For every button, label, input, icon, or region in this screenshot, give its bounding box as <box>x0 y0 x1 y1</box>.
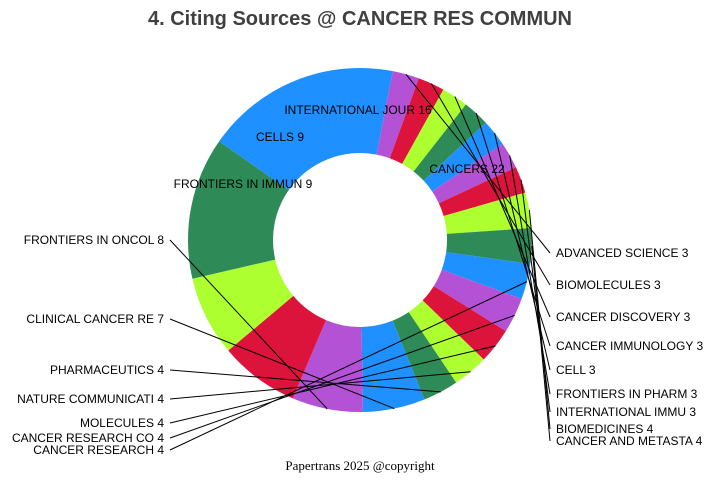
leader-line-cancer-research-co <box>169 314 515 439</box>
slice-label-cancer-discovery: CANCER DISCOVERY 3 <box>556 310 691 324</box>
slice-label-molecules: MOLECULES 4 <box>80 416 164 430</box>
donut-slice-international-immu <box>438 167 526 217</box>
leader-line-biomedicines <box>528 210 551 430</box>
donut-slice-molecules <box>422 286 506 360</box>
donut-slice-cells <box>192 259 294 351</box>
slice-label-cancer-research: CANCER RESEARCH 4 <box>33 443 164 457</box>
slice-label-advanced-science: ADVANCED SCIENCE 3 <box>556 246 689 260</box>
slices-group <box>187 67 532 413</box>
chart-title: 4. Citing Sources @ CANCER RES COMMUN <box>148 8 572 30</box>
donut-slice-pharmaceutics <box>392 312 457 400</box>
leader-lines-group <box>169 73 551 451</box>
donut-slice-frontiers-in-immun <box>228 295 327 399</box>
donut-slice-international-jour <box>187 141 289 279</box>
footer-copyright: Papertrans 2025 @copyright <box>285 458 435 473</box>
leader-line-cancer-research <box>169 281 528 451</box>
donut-slice-cancer-and-metasta <box>446 228 532 264</box>
donut-slice-cell <box>423 122 503 192</box>
donut-slice-cancer-immunology <box>413 104 486 181</box>
donut-slice-biomolecules <box>389 78 444 164</box>
slice-label-cell: CELL 3 <box>556 363 596 377</box>
leader-line-cancer-and-metasta <box>531 245 551 442</box>
leader-line-clinical-cancer-re <box>169 318 395 410</box>
slice-label-cancer-research-co: CANCER RESEARCH CO 4 <box>12 431 164 445</box>
donut-slice-cancer-discovery <box>402 89 466 172</box>
leader-line-international-immu <box>520 179 551 413</box>
slice-label-cancer-immunology: CANCER IMMUNOLOGY 3 <box>556 339 703 353</box>
slice-label-biomolecules: BIOMOLECULES 3 <box>556 278 661 292</box>
slice-label-cells: CELLS 9 <box>256 130 304 144</box>
slice-label-international-immu: INTERNATIONAL IMMU 3 <box>556 405 696 419</box>
donut-slice-frontiers-in-pharm <box>432 143 516 204</box>
slice-label-biomedicines: BIOMEDICINES 4 <box>556 422 654 436</box>
leader-line-pharmaceutics <box>169 369 441 393</box>
slice-label-frontiers-in-pharm: FRONTIERS IN PHARM 3 <box>556 387 698 401</box>
leader-line-cancer-discovery <box>454 96 551 318</box>
slice-label-nature-communicati: NATURE COMMUNICATI 4 <box>17 392 164 406</box>
slice-label-cancers: CANCERS 22 <box>429 162 505 176</box>
donut-slice-cancer-research <box>441 252 531 299</box>
slice-label-cancer-and-metasta: CANCER AND METASTA 4 <box>556 434 703 448</box>
slice-label-frontiers-in-oncol: FRONTIERS IN ONCOL 8 <box>24 233 165 247</box>
donut-slice-nature-communicati <box>408 300 484 383</box>
leader-line-nature-communicati <box>169 371 471 400</box>
slice-label-pharmaceutics: PHARMACEUTICS 4 <box>50 363 164 377</box>
leader-line-frontiers-in-oncol <box>169 239 328 410</box>
donut-slice-advanced-science <box>376 71 419 159</box>
slice-label-frontiers-in-immun: FRONTIERS IN IMMUN 9 <box>174 177 313 191</box>
donut-slice-cancer-research-co <box>433 269 522 332</box>
donut-slice-cancers <box>219 67 393 191</box>
labels-group: CANCERS 22 ADVANCED SCIENCE 3 BIOMOLECULES… <box>12 103 703 457</box>
slice-label-international-jour: INTERNATIONAL JOUR 16 <box>284 103 432 117</box>
slice-label-clinical-cancer-re: CLINICAL CANCER RE 7 <box>26 312 164 326</box>
